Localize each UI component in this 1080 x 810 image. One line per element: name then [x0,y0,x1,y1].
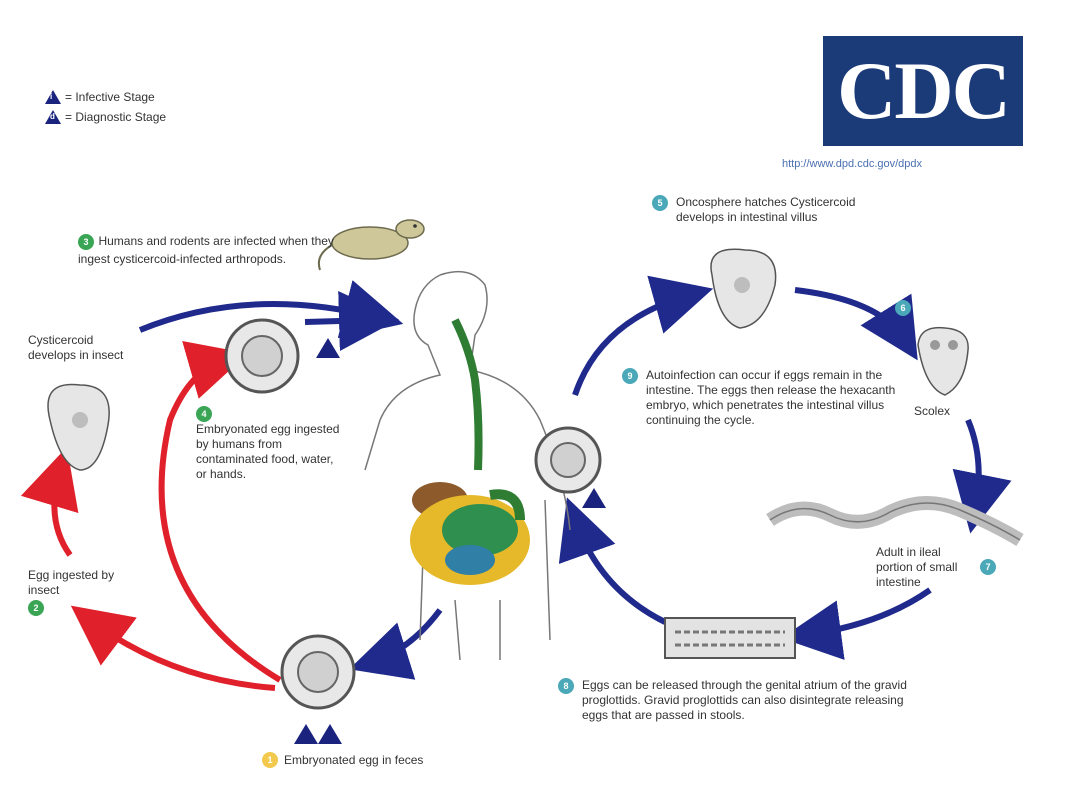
scolex-icon [917,326,969,396]
step-7-badge: 7 [980,559,996,575]
step-4: 4 Embryonated egg ingested by humans fro… [196,404,346,482]
egg-ingested-icon [224,318,300,394]
cysticercoid-villus-icon [710,248,777,329]
step-2-badge: 2 [28,600,44,616]
arrow-egg-to-human [304,291,399,352]
step-3-badge: 3 [78,234,94,250]
step-9: 9 Autoinfection can occur if eggs remain… [622,368,912,428]
egg-in-feces-icon [280,634,356,710]
arrow-feces-to-insect [70,605,276,691]
cdc-logo: CDC [823,36,1023,146]
arrow-scolex-to-adult [952,418,1012,534]
arrow-human-to-feces [349,608,443,680]
step-9-text: Autoinfection can occur if eggs remain i… [646,368,896,427]
cysticercoid-insect-label: Cysticercoid develops in insect [28,333,124,362]
step-9-badge: 9 [622,368,638,384]
gravid-proglottid-icon [664,617,796,659]
infective-stage-icon [582,488,606,508]
step-5-badge: 5 [652,195,668,211]
arrow-adult-to-proglottid [781,587,932,660]
step-5-text: Oncosphere hatches Cysticercoid develops… [676,195,856,224]
cdc-logo-text: CDC [837,45,1011,136]
step-8-badge: 8 [558,678,574,694]
arrow-proglottid-to-egg [558,497,667,625]
step-2: Egg ingested by insect 2 [28,568,128,616]
step-3: 3 Humans and rodents are infected when t… [78,232,358,268]
step-7-text: Adult in ileal portion of small intestin… [876,545,958,589]
step-6-text: Scolex [914,404,951,418]
infective-stage-icon [318,724,342,744]
arrow-oncosphere-to-scolex [794,287,918,361]
rodent-icon [317,219,425,271]
step-1: 1 Embryonated egg in feces [262,752,423,768]
step-2-text: Egg ingested by insect [28,568,115,597]
legend-infective: i = Infective Stage [45,90,166,104]
cdc-url[interactable]: http://www.dpd.cdc.gov/dpdx [782,158,923,170]
arrow-insect-egg-up [20,447,79,557]
arrow-feces-to-human-egg [158,341,282,683]
legend-diagnostic-label: = Diagnostic Stage [65,110,167,124]
cysticercoid-insect-icon [47,383,110,471]
step-3-text: Humans and rodents are infected when the… [78,234,334,266]
step-6-badge: 6 [895,300,911,316]
infective-stage-icon: i [45,90,61,104]
step-7: Adult in ileal portion of small intestin… [876,545,1016,590]
step-1-text: Embryonated egg in feces [284,752,424,767]
step-4-text: Embryonated egg ingested by humans from … [196,422,340,481]
step-5: 5 Oncosphere hatches Cysticercoid develo… [652,195,912,225]
esophagus-icon [451,318,483,471]
infective-stage-icon [316,338,340,358]
egg-autoinfection-icon [534,426,602,494]
legend-diagnostic: d = Diagnostic Stage [45,110,166,124]
arrow-autoinfection-up [572,275,714,396]
intestines-icon [410,482,530,585]
step-8: 8 Eggs can be released through the genit… [558,678,948,723]
legend-infective-label: = Infective Stage [65,90,155,104]
diagnostic-stage-icon [294,724,318,744]
step-6-badge-wrap: 6 [895,298,911,316]
step-1-badge: 1 [262,752,278,768]
step-4-badge: 4 [196,406,212,422]
diagnostic-stage-icon: d [45,110,61,124]
legend: i = Infective Stage d = Diagnostic Stage [45,90,166,124]
step-8-text: Eggs can be released through the genital… [582,678,907,722]
